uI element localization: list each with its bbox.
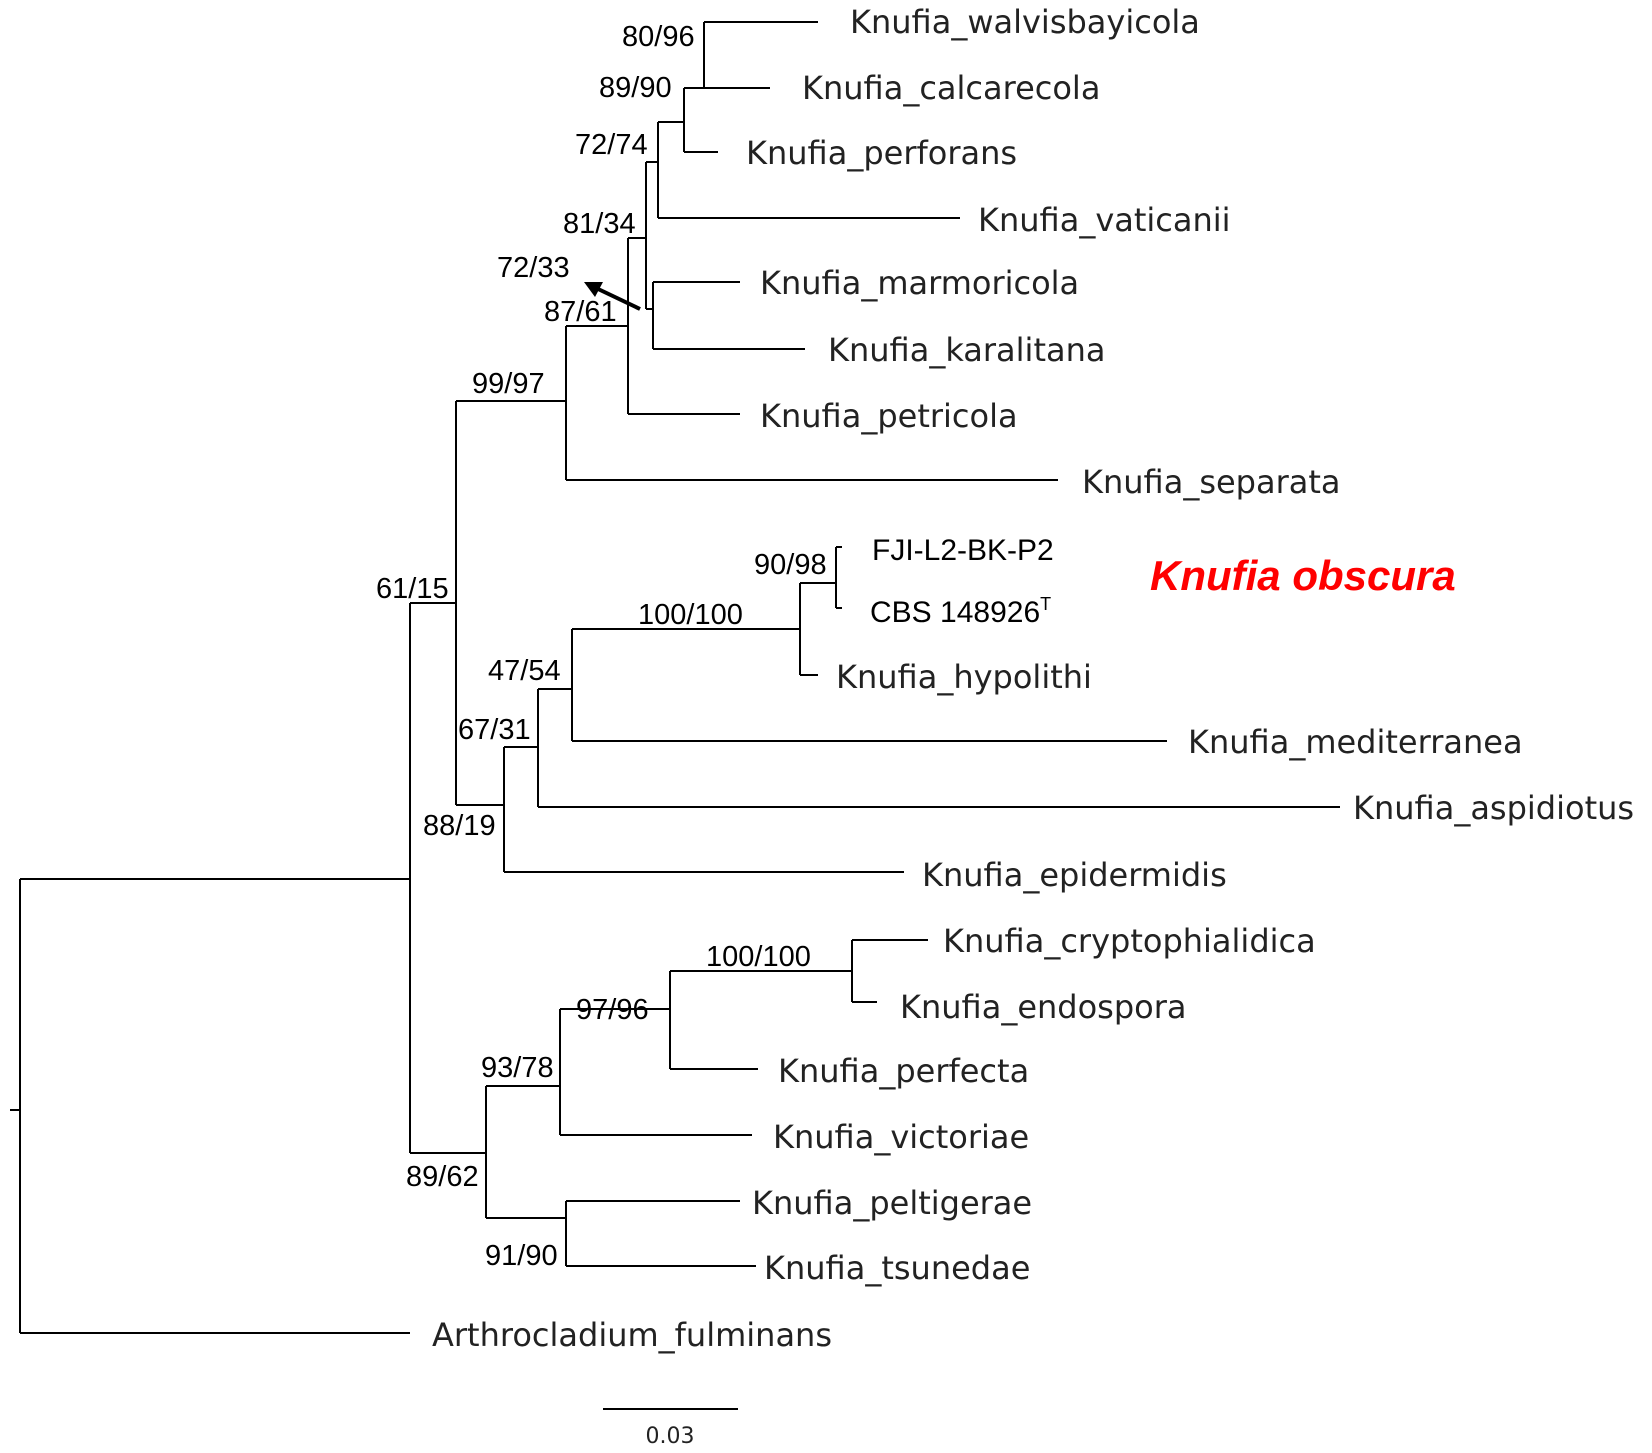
taxon-label: Knufia_mediterranea (1188, 723, 1523, 761)
support-value: 47/54 (488, 655, 561, 687)
scale-bar-label: 0.03 (646, 1424, 695, 1449)
strain-label: CBS 148926T (870, 594, 1051, 629)
tree-branches (10, 21, 1340, 1334)
taxon-label: Knufia_marmoricola (760, 264, 1079, 302)
strain-label: FJI-L2-BK-P2 (872, 534, 1054, 567)
taxon-label: Knufia_hypolithi (836, 658, 1092, 696)
taxon-label: Knufia_walvisbayicola (850, 3, 1200, 41)
support-value: 87/61 (544, 296, 617, 328)
support-value: 100/100 (706, 941, 811, 973)
support-value: 93/78 (481, 1052, 554, 1084)
support-value: 80/96 (622, 21, 695, 53)
support-value: 61/15 (376, 573, 449, 605)
support-value: 89/62 (406, 1161, 479, 1193)
support-value: 67/31 (458, 714, 531, 746)
taxon-label: Knufia_peltigerae (752, 1184, 1032, 1222)
support-value: 100/100 (638, 599, 743, 631)
taxon-label: Knufia_calcarecola (802, 69, 1100, 107)
taxon-label: Knufia_cryptophialidica (943, 922, 1316, 960)
outgroup-label: Arthrocladium_fulminans (432, 1316, 832, 1354)
support-value: 97/96 (576, 994, 649, 1026)
support-value: 81/34 (563, 208, 636, 240)
support-value: 72/74 (575, 129, 648, 161)
taxon-label: Knufia_karalitana (828, 331, 1105, 369)
type-marker: T (1040, 594, 1051, 614)
arrow-icon (584, 282, 641, 311)
taxon-label: Knufia_tsunedae (764, 1249, 1030, 1287)
strain-name: CBS 148926 (870, 596, 1040, 629)
support-value: 72/33 (497, 252, 570, 284)
taxon-label: Knufia_perforans (746, 134, 1017, 172)
taxon-label: Knufia_epidermidis (922, 856, 1227, 894)
support-value: 91/90 (485, 1240, 558, 1272)
support-value: 89/90 (599, 72, 672, 104)
taxon-label: Knufia_vaticanii (978, 201, 1231, 239)
taxon-label: Knufia_aspidiotus (1353, 789, 1634, 827)
new-species-label: Knufia obscura (1150, 552, 1456, 599)
taxon-label: Knufia_perfecta (778, 1052, 1029, 1090)
support-value: 88/19 (423, 810, 496, 842)
taxon-label: Knufia_petricola (760, 397, 1018, 435)
taxon-label: Knufia_victoriae (773, 1118, 1029, 1156)
support-value: 90/98 (754, 549, 827, 581)
taxon-label: Knufia_endospora (900, 988, 1187, 1026)
support-value: 99/97 (472, 368, 545, 400)
taxon-label: Knufia_separata (1082, 463, 1341, 501)
